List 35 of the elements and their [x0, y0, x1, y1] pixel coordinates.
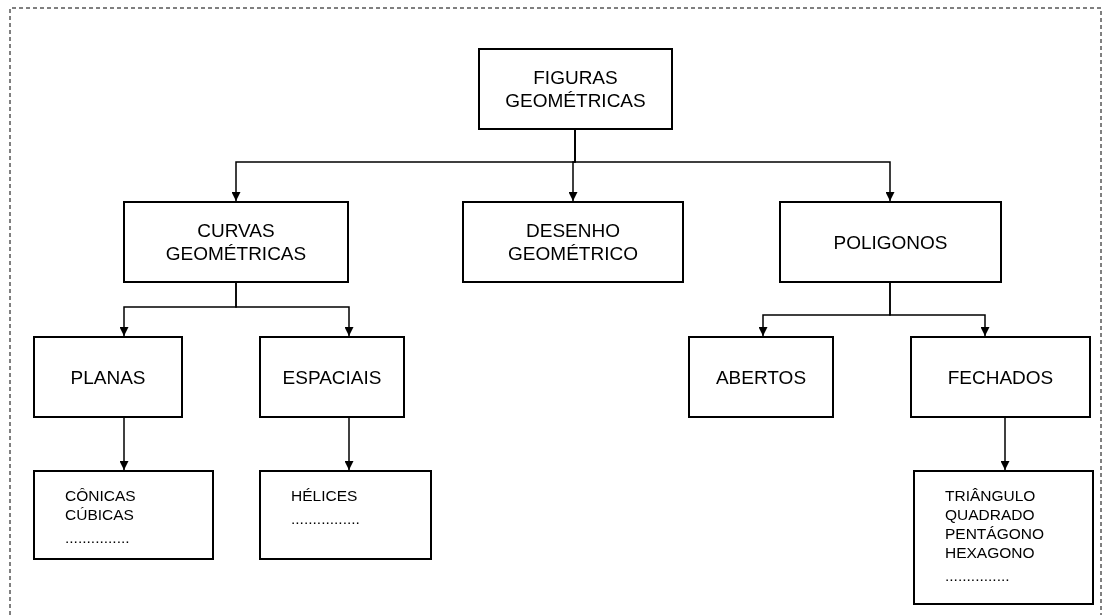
- node-label: POLIGONOS: [833, 230, 948, 254]
- list-item: CÔNICAS: [65, 486, 136, 505]
- arrow: [574, 129, 895, 202]
- arrow: [344, 417, 354, 471]
- concept-box: [33, 336, 183, 418]
- list-item: QUADRADO: [945, 505, 1035, 524]
- node-label: DESENHO GEOMÉTRICO: [507, 219, 639, 265]
- list-item: PENTÁGONO: [945, 524, 1045, 543]
- concept-box: [779, 201, 1002, 283]
- list-item: ................: [291, 509, 360, 528]
- arrow: [235, 282, 354, 337]
- concept-box: [688, 336, 834, 418]
- list-box: [33, 470, 214, 560]
- list-item: HEXAGONO: [945, 543, 1035, 562]
- arrow: [889, 282, 990, 337]
- node-label: FIGURAS GEOMÉTRICAS: [504, 66, 647, 112]
- concept-box: [462, 201, 684, 283]
- list-item: ...............: [945, 566, 1010, 585]
- concept-box: [478, 48, 673, 130]
- concept-box: [259, 336, 405, 418]
- node-label: PLANAS: [70, 365, 146, 389]
- list-item: ...............: [65, 528, 130, 547]
- node-label: ESPACIAIS: [282, 365, 382, 389]
- concept-box: [910, 336, 1091, 418]
- node-label: FECHADOS: [947, 365, 1054, 389]
- node-label: CURVAS GEOMÉTRICAS: [164, 219, 308, 265]
- list-box: [259, 470, 432, 560]
- arrow: [119, 417, 129, 471]
- concept-box: [123, 201, 349, 283]
- list-box: [913, 470, 1094, 605]
- list-item: CÚBICAS: [65, 505, 134, 524]
- list-item: HÉLICES: [291, 486, 358, 505]
- list-item: TRIÂNGULO: [945, 486, 1036, 505]
- node-label: ABERTOS: [715, 365, 807, 389]
- arrow: [1000, 417, 1010, 471]
